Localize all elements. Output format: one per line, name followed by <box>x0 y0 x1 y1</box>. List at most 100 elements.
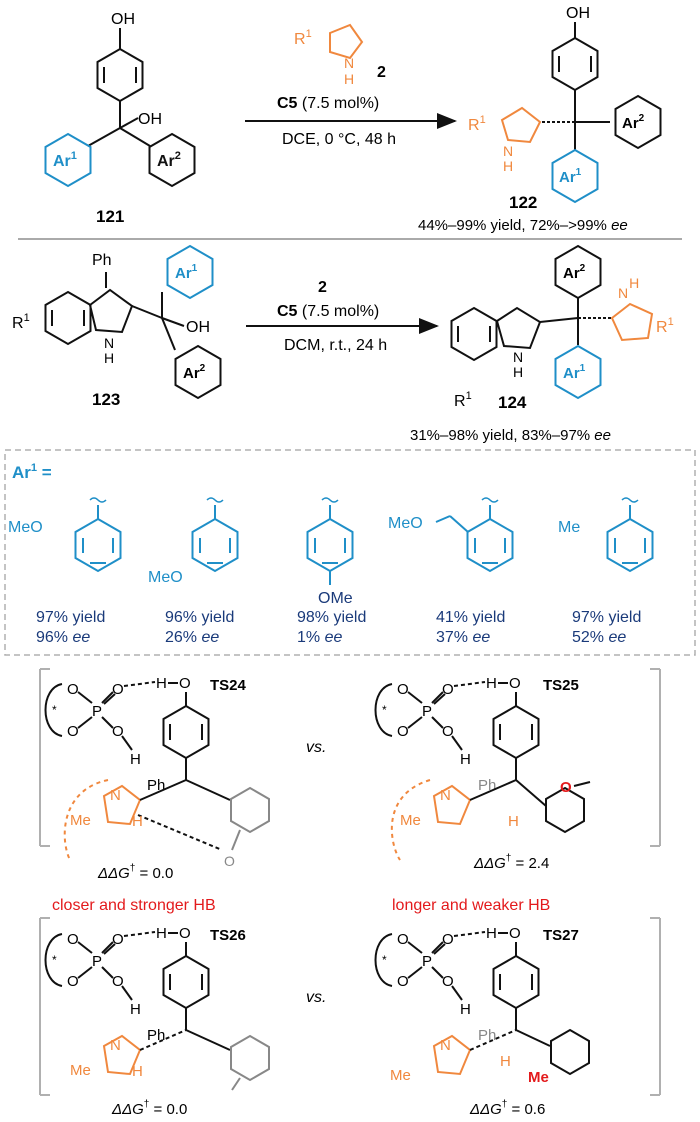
svg-text:Me: Me <box>528 1069 549 1086</box>
ar1-item-1-yield: 97% yield <box>36 609 105 626</box>
sm123-ar2-ring <box>174 344 222 400</box>
ar1-item-4: MeO 41% yield 37% ee <box>388 497 514 646</box>
ar1-item-5: Me 97% yield 52% ee <box>558 497 654 646</box>
product122-phenol <box>551 37 599 91</box>
ar1-item-5-sub: Me <box>558 519 580 536</box>
svg-text:Ph: Ph <box>147 777 165 794</box>
sm121-label: 121 <box>96 207 124 226</box>
ar1-item-4-ee: 37% ee <box>436 629 490 646</box>
ar1-item-4-sub: MeO <box>388 515 423 532</box>
product122-label: 122 <box>509 193 537 212</box>
reagent-pyrrole: R1 N H 2 <box>294 23 386 87</box>
product124-nh: NH <box>618 275 639 301</box>
ar1-item-2: MeO 96% yield 26% ee <box>148 497 239 646</box>
product124-ar1: Ar1 <box>563 363 586 382</box>
product122-nh-n: N <box>503 143 513 159</box>
svg-text:Me: Me <box>70 812 91 829</box>
reagent-nh-n: N <box>344 55 354 71</box>
sm121-oh: OH <box>138 111 162 128</box>
product124-benzo-ring <box>450 307 498 361</box>
svg-text:H: H <box>132 813 143 830</box>
svg-text:Me: Me <box>390 1067 411 1084</box>
svg-text:Me: Me <box>70 1062 91 1079</box>
ts25-dg: ΔΔG† = 2.4 <box>473 853 549 872</box>
ar1-item-2-ee: 26% ee <box>165 629 219 646</box>
product124-label: 124 <box>498 393 527 412</box>
ar1-panel-frame <box>4 449 696 656</box>
ts26-label: TS26 <box>210 927 246 944</box>
ar1-item-5-yield: 97% yield <box>572 609 641 626</box>
ar1-item-2-yield: 96% yield <box>165 609 234 626</box>
scheme2-yield: 31%–98% yield, 83%–97% ee <box>410 427 611 444</box>
ar1-item-3: OMe 98% yield 1% ee <box>297 497 366 646</box>
product122-ar2-ring <box>614 94 662 150</box>
ts27-dg: ΔΔG† = 0.6 <box>469 1099 545 1118</box>
svg-text:O: O <box>224 853 235 869</box>
svg-text:N: N <box>110 787 121 804</box>
reagent-r1: R1 <box>294 28 312 48</box>
svg-text:Ph: Ph <box>147 1027 165 1044</box>
ts24-dg: ΔΔG† = 0.0 <box>97 863 173 882</box>
ar1-item-4-yield: 41% yield <box>436 609 505 626</box>
sm121-phenol-ring <box>96 48 144 102</box>
sm121-ar1: Ar1 <box>53 150 77 170</box>
sm121-oh-top: OH <box>111 11 135 28</box>
ts26-dg: ΔΔG† = 0.0 <box>111 1099 187 1118</box>
ar1-item-3-yield: 98% yield <box>297 609 366 626</box>
ar1-item-1-ee: 96% ee <box>36 629 90 646</box>
sm123-label: 123 <box>92 390 120 409</box>
product122-r1: R1 <box>468 114 486 134</box>
ar1-item-1-sub: MeO <box>8 519 43 536</box>
scheme1-yield: 44%–99% yield, 72%–>99% ee <box>418 217 628 234</box>
ts24-label: TS24 <box>210 677 247 694</box>
svg-text:Me: Me <box>400 812 421 829</box>
sm123-ph: Ph <box>92 252 112 269</box>
scheme1-conditions-line2: DCE, 0 °C, 48 h <box>282 131 396 148</box>
product122-ar1: Ar1 <box>559 167 582 186</box>
product124-ar2: Ar2 <box>563 263 586 282</box>
scheme-1: OH OH Ar1 Ar2 121 R1 N H 2 C5 (7.5 mol%)… <box>44 5 662 234</box>
scheme2-conditions-line2: DCM, r.t., 24 h <box>284 337 387 354</box>
product124-ar2-ring <box>554 244 602 300</box>
vs-1: vs. <box>306 739 326 756</box>
sm123-ar1: Ar1 <box>175 263 198 282</box>
ar1-panel-title: Ar1 = <box>12 462 52 482</box>
product124-r1: R1 <box>454 390 472 410</box>
svg-text:N: N <box>110 1037 121 1054</box>
ar1-item-1: MeO 97% yield 96% ee <box>8 497 122 646</box>
ts24-hb-note: closer and stronger HB <box>52 897 216 914</box>
sm123-ar2: Ar2 <box>183 363 206 382</box>
sm123-r1: R1 <box>12 312 30 332</box>
product124-pyrrole-r1: R1 <box>656 316 674 336</box>
scheme2-conditions-line1: C5 (7.5 mol%) <box>277 303 379 320</box>
ts27: TS27 Ph Me N H Me ΔΔG† = 0.6 <box>374 917 661 1118</box>
ar1-item-3-sub: OMe <box>318 590 353 607</box>
ar1-item-3-ee: 1% ee <box>297 629 342 646</box>
svg-text:Ph: Ph <box>478 1027 496 1044</box>
sm123-benzo-ring <box>44 291 92 345</box>
ts26: TS26 Ph N H Me ΔΔG† = 0.0 <box>39 917 270 1118</box>
ts25: TS25 Ph O N H Me ΔΔG† = 2.4 longer and w… <box>374 668 661 914</box>
product122-ar2: Ar2 <box>622 113 645 132</box>
ts24: TS24 Ph O N H Me ΔΔG† = 0.0 closer and s… <box>39 668 270 914</box>
ts25-label: TS25 <box>543 677 579 694</box>
reagent-nh-h: H <box>344 71 354 87</box>
scheme2-reagent-number: 2 <box>318 279 327 296</box>
sm123-oh: OH <box>186 319 210 336</box>
svg-text:H: H <box>500 1053 511 1070</box>
product122-oh: OH <box>566 5 590 22</box>
ts27-label: TS27 <box>543 927 579 944</box>
ar1-item-2-sub: MeO <box>148 569 183 586</box>
reagent-number: 2 <box>377 64 386 81</box>
sm123-h: H <box>104 350 114 366</box>
product122-nh-h: H <box>503 158 513 174</box>
scheme1-conditions-line1: C5 (7.5 mol%) <box>277 95 379 112</box>
product124-n: N <box>513 349 523 365</box>
ar1-item-5-ee: 52% ee <box>572 629 626 646</box>
svg-text:H: H <box>132 1063 143 1080</box>
svg-text:O: O <box>560 779 572 796</box>
ts25-hb-note: longer and weaker HB <box>392 897 550 914</box>
sm123-n: N <box>104 335 114 351</box>
sm121-ar2: Ar2 <box>157 150 181 170</box>
